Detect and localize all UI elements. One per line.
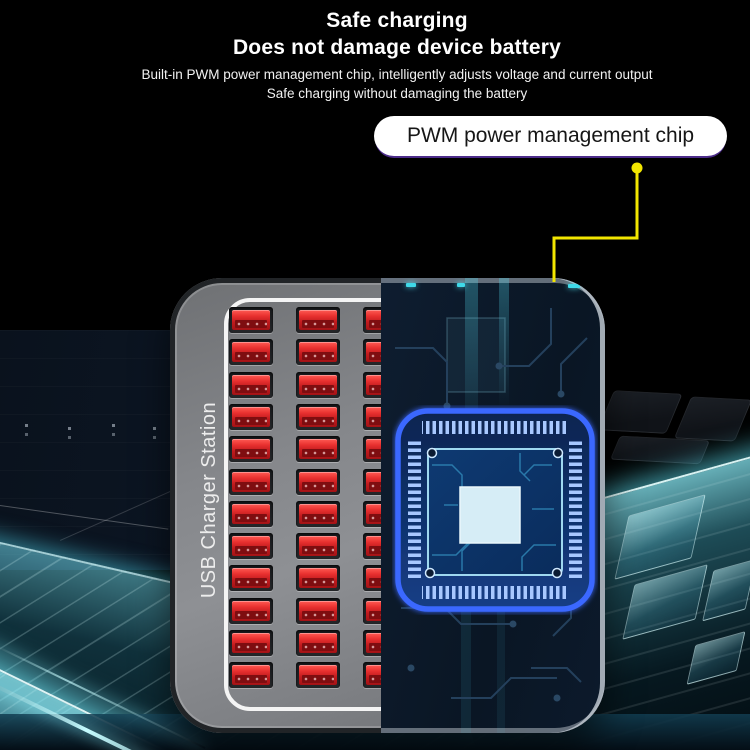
usb-port	[232, 310, 270, 330]
usb-port	[299, 568, 337, 588]
chip-pins-right	[569, 441, 582, 581]
usb-port	[232, 407, 270, 427]
usb-port-slot	[229, 598, 273, 624]
chip-pins-left	[408, 441, 421, 581]
usb-port	[232, 665, 270, 685]
usb-port-pins	[235, 514, 267, 522]
usb-port-pins	[235, 611, 267, 619]
pwm-chip-graphic	[395, 408, 595, 612]
usb-port-slot	[296, 372, 340, 398]
usb-port-pins	[235, 578, 267, 586]
usb-port-pins	[302, 514, 334, 522]
usb-port-slot	[229, 372, 273, 398]
usb-port	[299, 375, 337, 395]
chip-pins-top	[422, 421, 568, 434]
connector-dot	[631, 162, 643, 174]
usb-port-pins	[235, 449, 267, 457]
callout-label: PWM power management chip	[406, 124, 695, 147]
bg-key-block	[673, 396, 750, 442]
usb-port-slot	[296, 565, 340, 591]
usb-port	[232, 439, 270, 459]
header: Safe charging Does not damage device bat…	[22, 7, 750, 103]
led-dash	[457, 283, 465, 287]
usb-port-slot	[229, 630, 273, 656]
usb-port-pins	[302, 643, 334, 651]
usb-port-pins	[302, 482, 334, 490]
usb-port-pins	[302, 449, 334, 457]
usb-port	[299, 439, 337, 459]
usb-port-pins	[235, 482, 267, 490]
usb-port-pins	[235, 417, 267, 425]
usb-port-pins	[302, 578, 334, 586]
callout-pill: PWM power management chip	[374, 116, 727, 156]
usb-port-slot	[296, 630, 340, 656]
usb-port-slot	[229, 307, 273, 333]
headline-line-2: Does not damage device battery	[232, 36, 562, 59]
usb-port-slot	[229, 469, 273, 495]
usb-port-pins	[235, 352, 267, 360]
usb-port-slot	[296, 469, 340, 495]
usb-port-slot	[229, 339, 273, 365]
usb-port-slot	[229, 662, 273, 688]
charger-device: USB Charger Station	[170, 278, 605, 733]
usb-port-slot	[229, 501, 273, 527]
usb-port-slot	[229, 565, 273, 591]
usb-port-pins	[302, 675, 334, 683]
usb-port	[232, 568, 270, 588]
usb-port	[232, 633, 270, 653]
usb-port-pins	[302, 352, 334, 360]
usb-port-slot	[229, 404, 273, 430]
bg-dot	[153, 427, 156, 430]
chip-corner-screws	[424, 447, 564, 579]
usb-port	[299, 504, 337, 524]
usb-port-slot	[296, 404, 340, 430]
bg-key-block	[609, 435, 711, 465]
usb-port	[232, 536, 270, 556]
usb-port	[232, 601, 270, 621]
usb-port	[299, 633, 337, 653]
usb-port-pins	[302, 417, 334, 425]
usb-port	[232, 472, 270, 492]
bg-dot	[25, 424, 28, 427]
led-dash	[406, 283, 416, 287]
bg-key-block	[597, 390, 683, 434]
usb-port	[299, 536, 337, 556]
subtext-line-2: Safe charging without damaging the batte…	[266, 86, 528, 101]
usb-port-pins	[235, 675, 267, 683]
chip-die	[459, 486, 521, 544]
usb-port	[299, 665, 337, 685]
usb-port-slot	[296, 598, 340, 624]
usb-port-pins	[302, 546, 334, 554]
usb-port-slot	[296, 662, 340, 688]
usb-port-pins	[302, 611, 334, 619]
usb-port-slot	[296, 501, 340, 527]
usb-port	[232, 342, 270, 362]
chip-pins-bottom	[422, 586, 568, 599]
usb-port-pins	[235, 385, 267, 393]
usb-port	[232, 504, 270, 524]
usb-port	[299, 342, 337, 362]
usb-port	[299, 407, 337, 427]
usb-port-slot	[296, 339, 340, 365]
usb-port-pins	[235, 320, 267, 328]
chip-circuit-lines	[432, 453, 556, 571]
subtext-line-1: Built-in PWM power management chip, inte…	[141, 67, 653, 82]
usb-port-pins	[235, 546, 267, 554]
usb-port-pins	[235, 643, 267, 651]
usb-port	[299, 601, 337, 621]
usb-port-slot	[229, 533, 273, 559]
bg-dot	[68, 427, 71, 430]
led-dash	[568, 284, 580, 288]
headline-line-1: Safe charging	[326, 9, 468, 32]
usb-port	[299, 310, 337, 330]
usb-port-pins	[302, 385, 334, 393]
usb-port	[232, 375, 270, 395]
usb-port-slot	[296, 307, 340, 333]
usb-port-slot	[296, 533, 340, 559]
usb-port-slot	[296, 436, 340, 462]
usb-port-slot	[229, 436, 273, 462]
usb-port	[299, 472, 337, 492]
usb-port-pins	[302, 320, 334, 328]
bg-dot	[112, 424, 115, 427]
